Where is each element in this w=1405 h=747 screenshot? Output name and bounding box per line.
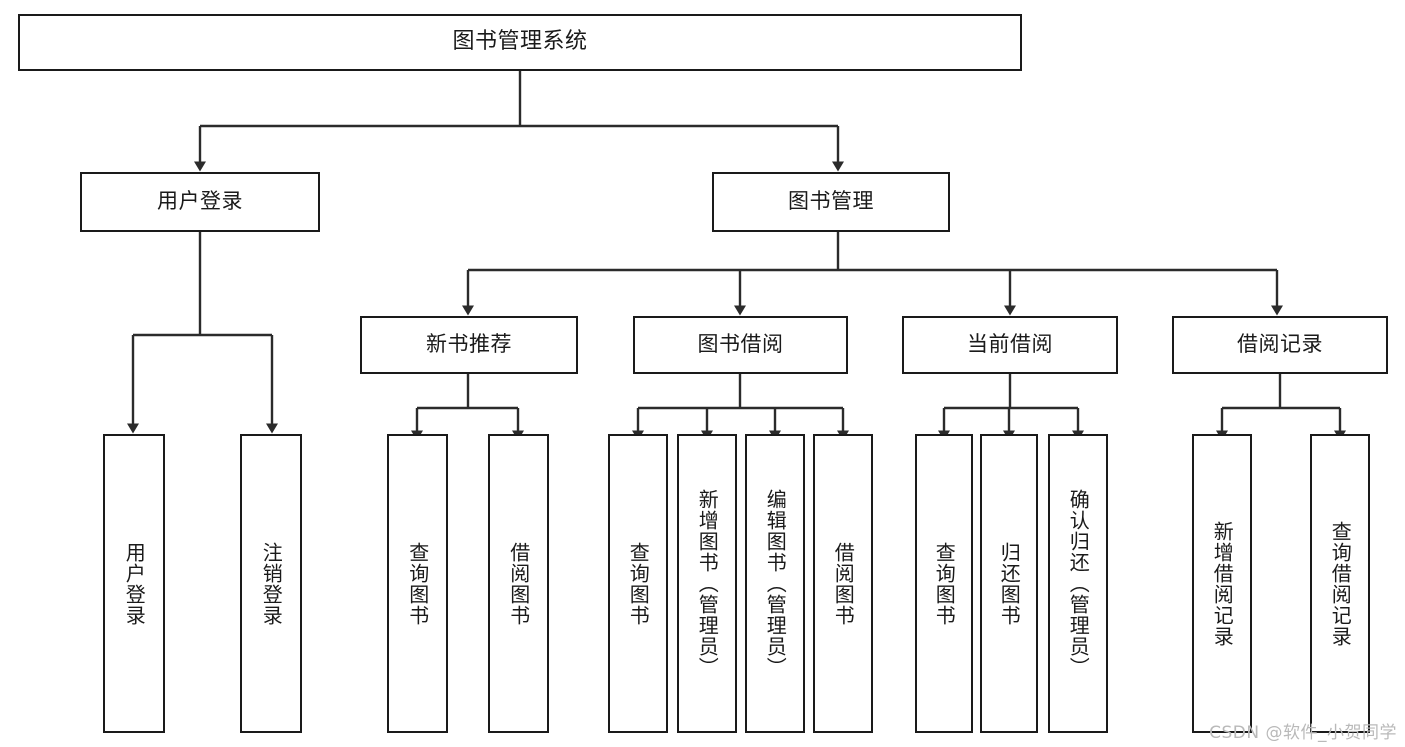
- leaf-user-login-login[interactable]: 用户登录: [103, 434, 165, 733]
- node-label: 注销登录: [259, 541, 284, 626]
- node-label: 借阅图书: [831, 541, 856, 626]
- node-label: 新书推荐: [426, 332, 512, 357]
- node-label: 新增图书（管理员）: [695, 489, 720, 678]
- leaf-book-borrow-query-book[interactable]: 查询图书: [608, 434, 668, 733]
- leaf-current-borrow-confirm-return-admin[interactable]: 确认归还（管理员）: [1048, 434, 1108, 733]
- node-label: 用户登录: [157, 189, 243, 214]
- node-label: 用户登录: [122, 541, 147, 626]
- node-label: 查询图书: [932, 541, 957, 626]
- node-label: 图书管理: [788, 189, 874, 214]
- node-borrowing-records[interactable]: 借阅记录: [1172, 316, 1388, 374]
- leaf-record-add-borrow-record[interactable]: 新增借阅记录: [1192, 434, 1252, 733]
- leaf-new-book-borrow-book[interactable]: 借阅图书: [488, 434, 549, 733]
- leaf-record-query-borrow-record[interactable]: 查询借阅记录: [1310, 434, 1370, 733]
- leaf-current-borrow-query-book[interactable]: 查询图书: [915, 434, 973, 733]
- node-label: 借阅图书: [506, 541, 531, 626]
- leaf-user-login-logout[interactable]: 注销登录: [240, 434, 302, 733]
- leaf-new-book-query-book[interactable]: 查询图书: [387, 434, 448, 733]
- node-label: 归还图书: [997, 541, 1022, 626]
- node-label: 借阅记录: [1237, 332, 1323, 357]
- node-label: 查询图书: [626, 541, 651, 626]
- node-root-book-management-system[interactable]: 图书管理系统: [18, 14, 1022, 71]
- node-current-borrowing[interactable]: 当前借阅: [902, 316, 1118, 374]
- node-label: 查询借阅记录: [1328, 520, 1353, 647]
- node-label: 编辑图书（管理员）: [763, 489, 788, 678]
- node-label: 图书管理系统: [452, 29, 588, 55]
- leaf-book-borrow-add-book-admin[interactable]: 新增图书（管理员）: [677, 434, 737, 733]
- node-book-management[interactable]: 图书管理: [712, 172, 950, 232]
- node-book-borrowing[interactable]: 图书借阅: [633, 316, 848, 374]
- leaf-book-borrow-borrow-book[interactable]: 借阅图书: [813, 434, 873, 733]
- node-user-login[interactable]: 用户登录: [80, 172, 320, 232]
- node-new-book-recommendation[interactable]: 新书推荐: [360, 316, 578, 374]
- node-label: 图书借阅: [697, 332, 784, 357]
- node-label: 当前借阅: [967, 332, 1053, 357]
- node-label: 查询图书: [405, 541, 430, 626]
- node-label: 确认归还（管理员）: [1066, 489, 1091, 678]
- node-label: 新增借阅记录: [1210, 520, 1235, 647]
- leaf-book-borrow-edit-book-admin[interactable]: 编辑图书（管理员）: [745, 434, 805, 733]
- leaf-current-borrow-return-book[interactable]: 归还图书: [980, 434, 1038, 733]
